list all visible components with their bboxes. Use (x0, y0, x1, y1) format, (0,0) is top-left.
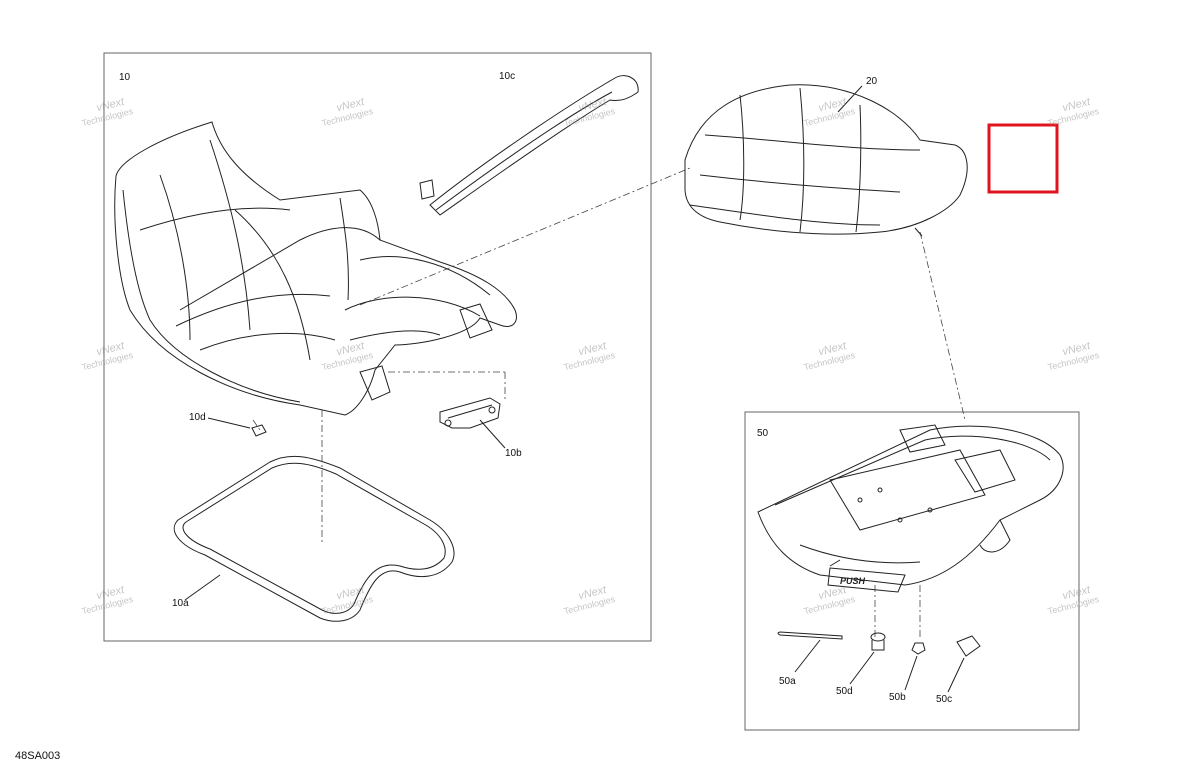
callout-50a: 50a (779, 676, 796, 687)
connection-lines (252, 167, 966, 640)
callout-50: 50 (757, 428, 769, 439)
callout-10d: 10d (189, 412, 206, 423)
pin-50a (777, 631, 843, 673)
group-50-frame (744, 411, 1080, 731)
gasket-10a (173, 455, 455, 622)
seat-10 (114, 121, 517, 416)
callout-10c: 10c (499, 71, 516, 82)
drawing-code: 48SA003 (15, 750, 61, 762)
grommet-50d (849, 632, 886, 685)
callout-20: 20 (866, 76, 878, 87)
highlight-box (987, 123, 1059, 194)
nut-50b (904, 642, 926, 691)
group-10-frame (103, 52, 652, 642)
clip-50c (947, 635, 981, 693)
callout-10: 10 (119, 72, 131, 83)
callout-50c: 50c (936, 694, 953, 705)
callout-50d: 50d (836, 686, 853, 697)
callout-10a: 10a (172, 598, 189, 609)
seat-cover-20 (684, 84, 968, 237)
latch-10b (439, 397, 506, 449)
strap-10c (419, 75, 639, 216)
push-marking: PUSH (840, 576, 866, 586)
callout-10b: 10b (505, 448, 522, 459)
callout-50b: 50b (889, 692, 906, 703)
clip-10d (207, 417, 267, 437)
tray-50 (757, 424, 1064, 593)
